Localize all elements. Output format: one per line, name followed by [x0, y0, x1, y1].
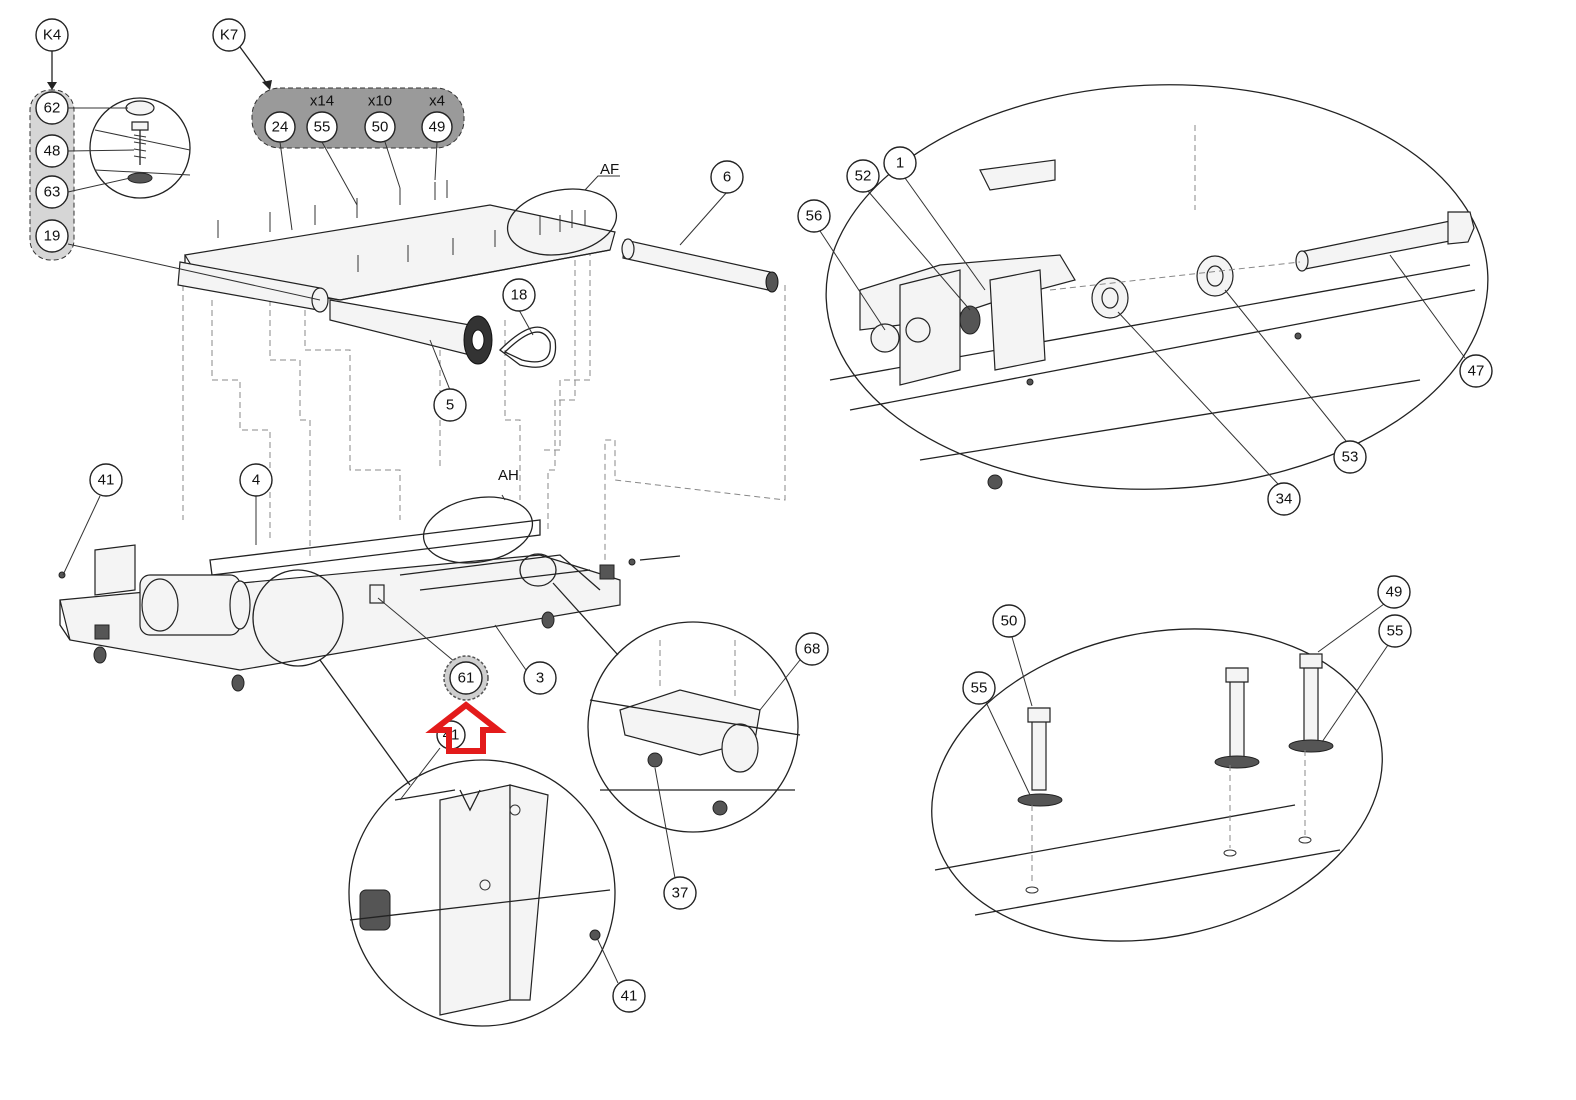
callout-1: 1: [896, 155, 904, 172]
callout-34: 34: [1276, 491, 1293, 508]
callout-19: 19: [44, 228, 61, 245]
callout-63: 63: [44, 184, 61, 201]
callout-5: 5: [446, 397, 454, 414]
deck-assembly: [177, 180, 779, 368]
detail-axle-view: [825, 84, 1489, 490]
callout-49: 49: [429, 119, 446, 136]
callout-50-detail: 50: [1001, 613, 1018, 630]
callouts: 6 18 5 41 4 3 61 41 68: [62, 160, 829, 1013]
callout-55-left: 55: [971, 680, 988, 697]
callout-53: 53: [1342, 449, 1359, 466]
label-af: AF: [600, 161, 619, 178]
callout-48: 48: [44, 143, 61, 160]
callouts-bolt-detail: 50 49 55 55: [962, 575, 1412, 796]
callout-37: 37: [672, 885, 689, 902]
callout-6: 6: [723, 169, 731, 186]
callouts-axle-detail: 56 52 1 47 53 34: [797, 146, 1493, 516]
callout-55-right: 55: [1387, 623, 1404, 640]
callout-47: 47: [1468, 363, 1485, 380]
qty-49: x4: [429, 93, 445, 110]
base-frame: [58, 496, 681, 692]
detail-af-marker: [506, 188, 618, 256]
detail-bracket-view: [348, 759, 616, 1027]
kit-k4: K4 62 48 63 19: [29, 18, 321, 301]
callout-56: 56: [806, 208, 823, 225]
callout-68: 68: [804, 641, 821, 658]
qty-55: x14: [310, 93, 334, 110]
detail-bearing-view: [587, 621, 801, 833]
callout-52: 52: [855, 168, 872, 185]
detail-labels: AF AH: [498, 161, 620, 501]
kit-k7: K7 x14 x10 x4 24 55 50 49: [212, 18, 465, 231]
callout-61: 61: [458, 670, 475, 687]
callout-18: 18: [511, 287, 528, 304]
detail-bolt-view: [931, 628, 1383, 942]
callout-62: 62: [44, 100, 61, 117]
callout-50: 50: [372, 119, 389, 136]
callout-55: 55: [314, 119, 331, 136]
label-ah: AH: [498, 467, 519, 484]
callout-24: 24: [272, 119, 289, 136]
callout-4: 4: [252, 472, 260, 489]
callout-49-detail: 49: [1386, 584, 1403, 601]
qty-50: x10: [368, 93, 392, 110]
kit-k4-label: K4: [43, 27, 61, 44]
detail-ah-marker: [422, 496, 534, 564]
highlight-arrow-icon: [425, 701, 507, 754]
callout-41c: 41: [621, 988, 638, 1005]
callout-3: 3: [536, 670, 544, 687]
callout-41a: 41: [98, 472, 115, 489]
kit-k7-label: K7: [220, 27, 238, 44]
